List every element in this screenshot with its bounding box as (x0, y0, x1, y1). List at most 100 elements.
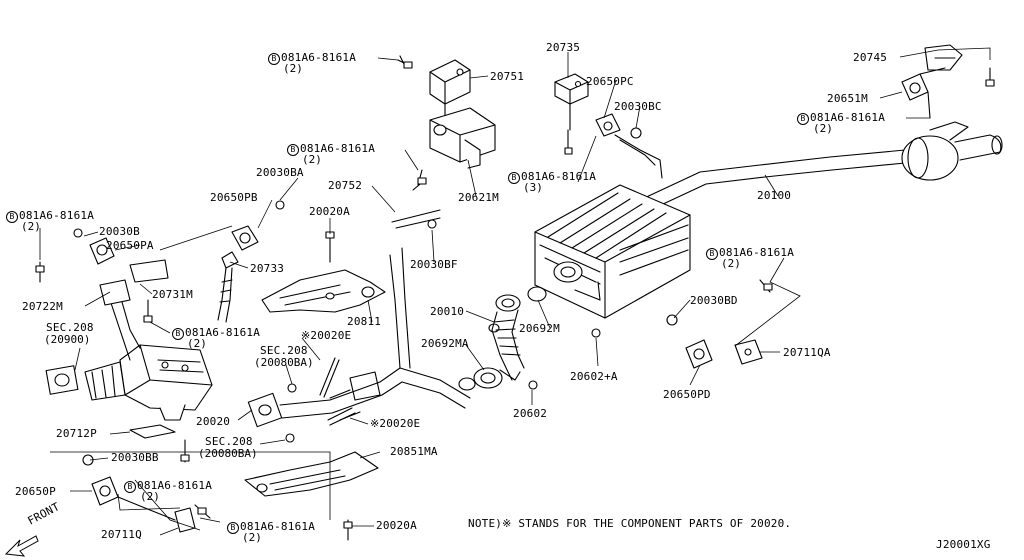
part-label-20651m: 20651M (827, 92, 868, 105)
part-label-20735: 20735 (546, 41, 581, 54)
bracket-20735 (554, 73, 589, 131)
bolt-symbol: B (797, 113, 809, 125)
part-label-20711qa: 20711QA (783, 346, 831, 359)
rubber-mount-20650pb (217, 225, 259, 323)
part-label-20745: 20745 (853, 51, 888, 64)
heat-insulator-20851ma (244, 451, 379, 497)
part-label-20731m: 20731M (152, 288, 193, 301)
part-label-20851ma: 20851MA (390, 445, 438, 458)
part-number: 081A6-8161A (300, 142, 376, 155)
rubber-mount-20650p (82, 424, 196, 533)
part-label-20030bb: 20030BB (111, 451, 159, 464)
diagram-code: J20001XG (936, 538, 991, 551)
part-number: 081A6-8161A (719, 246, 795, 259)
part-label-20752: 20752 (328, 179, 363, 192)
bolt-symbol: B (508, 172, 520, 184)
part-label-20751: 20751 (490, 70, 525, 83)
section-ref-code: (20080BA) (198, 447, 258, 460)
bolt-symbol: B (227, 522, 239, 534)
part-label-20030b: 20030B (99, 225, 140, 238)
part-label-20030bd: 20030BD (690, 294, 738, 307)
note-text: NOTE)※ STANDS FOR THE COMPONENT PARTS OF… (468, 517, 792, 530)
part-label-20020e-bot: ※20020E (370, 417, 421, 430)
bolt-symbol: B (706, 248, 718, 260)
quantity: (2) (721, 257, 741, 270)
part-label-20650pd: 20650PD (663, 388, 711, 401)
part-label-20722m: 20722M (22, 300, 63, 313)
part-number: 081A6-8161A (281, 51, 357, 64)
part-label-20711q: 20711Q (101, 528, 142, 541)
part-label-20650pc: 20650PC (586, 75, 634, 88)
part-label-20100: 20100 (757, 189, 792, 202)
quantity: (2) (242, 531, 262, 544)
part-label-20621m: 20621M (458, 191, 499, 204)
section-ref-code: (20900) (44, 333, 91, 346)
part-number: 081A6-8161A (19, 209, 95, 222)
part-label-20692m: 20692M (519, 322, 560, 335)
part-label-20692ma: 20692MA (421, 337, 469, 350)
part-number: 081A6-8161A (185, 326, 261, 339)
part-number: 081A6-8161A (240, 520, 316, 533)
tail-pipe-20100 (639, 121, 1003, 213)
section-ref-20900: SEC.208 (46, 321, 94, 334)
part-label-20733: 20733 (250, 262, 285, 275)
part-label-20030bc: 20030BC (614, 100, 662, 113)
rubber-mount-20650pc (595, 113, 663, 179)
part-label-20650p: 20650P (15, 485, 56, 498)
fasteners (35, 55, 995, 541)
leader-lines (39, 47, 991, 536)
part-label-20020a-top: 20020A (309, 205, 350, 218)
quantity: (2) (187, 337, 207, 350)
part-label-20712p: 20712P (56, 427, 97, 440)
part-number: 081A6-8161A (137, 479, 213, 492)
quantity: (2) (302, 153, 322, 166)
heat-insulator-20811 (261, 269, 386, 313)
part-label-20650pb: 20650PB (210, 191, 258, 204)
part-label-20602a: 20602+A (570, 370, 618, 383)
quantity: (2) (21, 220, 41, 233)
part-label-20010: 20010 (430, 305, 465, 318)
part-label-20030bf: 20030BF (410, 258, 458, 271)
front-tube-20010 (458, 286, 547, 391)
bolt-symbol: B (124, 481, 136, 493)
main-muffler (534, 184, 691, 319)
bolt-symbol: B (172, 328, 184, 340)
bracket-20621m (429, 107, 496, 169)
bracket-20745 (901, 44, 963, 119)
quantity: (2) (813, 122, 833, 135)
bolt-symbol: B (268, 53, 280, 65)
rubber-mount-20650pa (89, 237, 169, 306)
quantity: (3) (523, 181, 543, 194)
part-label-20020: 20020 (196, 415, 231, 428)
section-ref-20080ba: SEC.208 (260, 344, 308, 357)
part-label-20020a-bot: 20020A (376, 519, 417, 532)
front-arrow (4, 535, 39, 557)
bracket-20751 (429, 59, 471, 126)
rubber-mount-20650pd (666, 314, 763, 369)
center-pipe-20020 (247, 209, 471, 428)
part-number: 081A6-8161A (810, 111, 886, 124)
part-label-20811: 20811 (347, 315, 382, 328)
part-label-20602: 20602 (513, 407, 548, 420)
bolt-symbol: B (287, 144, 299, 156)
quantity: (2) (283, 62, 303, 75)
part-label-20650pa: 20650PA (106, 239, 154, 252)
part-label-20030ba: 20030BA (256, 166, 304, 179)
part-number: 081A6-8161A (521, 170, 597, 183)
part-label-20020e-top: ※20020E (301, 329, 352, 342)
catalytic-converter (45, 294, 213, 421)
section-ref-20080ba-b: SEC.208 (205, 435, 253, 448)
bolt-symbol: B (6, 211, 18, 223)
quantity: (2) (140, 490, 160, 503)
